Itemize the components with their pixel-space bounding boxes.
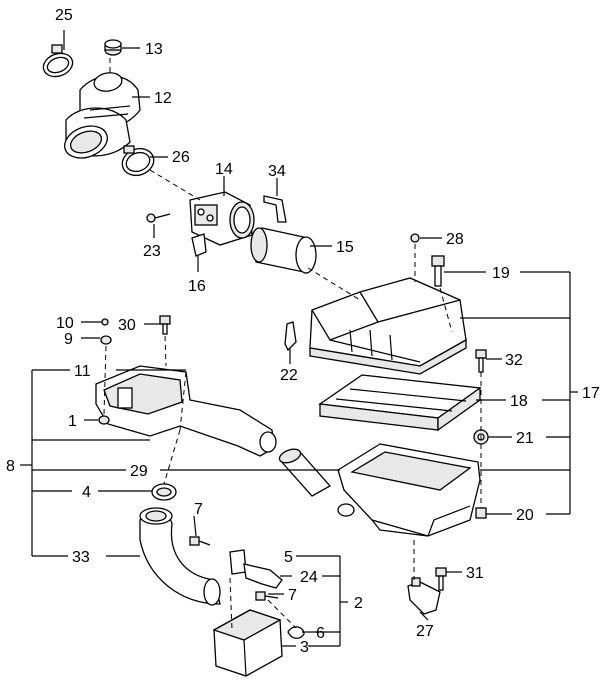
intake-hose-12 (64, 72, 141, 159)
pipe-connector (278, 448, 332, 497)
grommet-28 (410, 233, 420, 243)
callout-6: 6 (316, 625, 325, 642)
callout-19: 19 (492, 265, 510, 282)
callout-29: 29 (130, 463, 148, 480)
bolt-23 (146, 213, 171, 223)
callout-27: 27 (416, 623, 434, 640)
callout-31: 31 (466, 565, 484, 582)
bracket-34 (263, 195, 287, 223)
callout-2: 2 (354, 595, 363, 612)
bolt-19 (431, 255, 445, 287)
cap-13 (104, 39, 122, 56)
callout-32: 32 (505, 352, 523, 369)
clip-22 (284, 321, 297, 352)
callout-26: 26 (172, 149, 190, 166)
callout-21: 21 (516, 430, 534, 447)
callout-11: 11 (74, 363, 91, 380)
bracket-5 (229, 549, 247, 575)
air-flow-sensor-14 (189, 191, 255, 246)
callout-34: 34 (268, 163, 286, 180)
callout-12: 12 (154, 90, 172, 107)
callout-16: 16 (188, 278, 206, 295)
intake-hose-33 (139, 507, 221, 606)
callout-13: 13 (145, 41, 163, 58)
hose-clamp-25 (42, 44, 74, 78)
callout-25: 25 (55, 7, 73, 24)
callout-1: 1 (68, 413, 77, 430)
callout-labels: 25 13 12 26 14 34 23 16 15 28 19 10 9 30… (6, 7, 600, 656)
filter-element-18 (318, 374, 482, 432)
air-cleaner-body (337, 443, 481, 537)
callout-22: 22 (280, 367, 298, 384)
callout-7-lower: 7 (288, 587, 297, 604)
resonator-3 (212, 609, 283, 677)
callout-14: 14 (215, 161, 233, 178)
resonator-duct (95, 365, 277, 457)
callout-20: 20 (516, 507, 534, 524)
callout-33: 33 (72, 549, 90, 566)
clip-6 (287, 626, 305, 639)
bolt-20 (475, 507, 487, 519)
callout-23: 23 (143, 243, 161, 260)
bolt-30 (159, 315, 171, 335)
callout-30: 30 (118, 317, 136, 334)
callout-15: 15 (336, 239, 354, 256)
bracket-16 (191, 233, 207, 257)
alignment-lines (103, 58, 482, 631)
callout-8: 8 (6, 458, 15, 475)
grommet-4 (151, 483, 177, 501)
bolt-32 (475, 349, 487, 373)
bracket-24 (243, 563, 283, 589)
bracket-27 (407, 577, 441, 615)
clip-10 (101, 318, 109, 326)
bolt-7-lower (255, 591, 279, 601)
callout-17: 17 (582, 385, 600, 402)
callout-5: 5 (284, 549, 293, 566)
duct-15 (250, 227, 317, 274)
leader-lines (20, 30, 578, 647)
callout-10: 10 (56, 315, 74, 332)
callout-7-upper: 7 (194, 501, 203, 518)
callout-28: 28 (446, 231, 464, 248)
nut-1 (98, 415, 110, 425)
nut-9 (100, 335, 112, 345)
callout-9: 9 (64, 331, 73, 348)
callout-18: 18 (510, 393, 528, 410)
bolt-31 (435, 567, 447, 591)
hose-clamp-26 (121, 145, 155, 177)
callout-24: 24 (300, 569, 318, 586)
air-cleaner-cover (309, 277, 467, 375)
callout-3: 3 (300, 639, 309, 656)
bolt-7-upper (189, 536, 211, 546)
callout-4: 4 (82, 484, 91, 501)
